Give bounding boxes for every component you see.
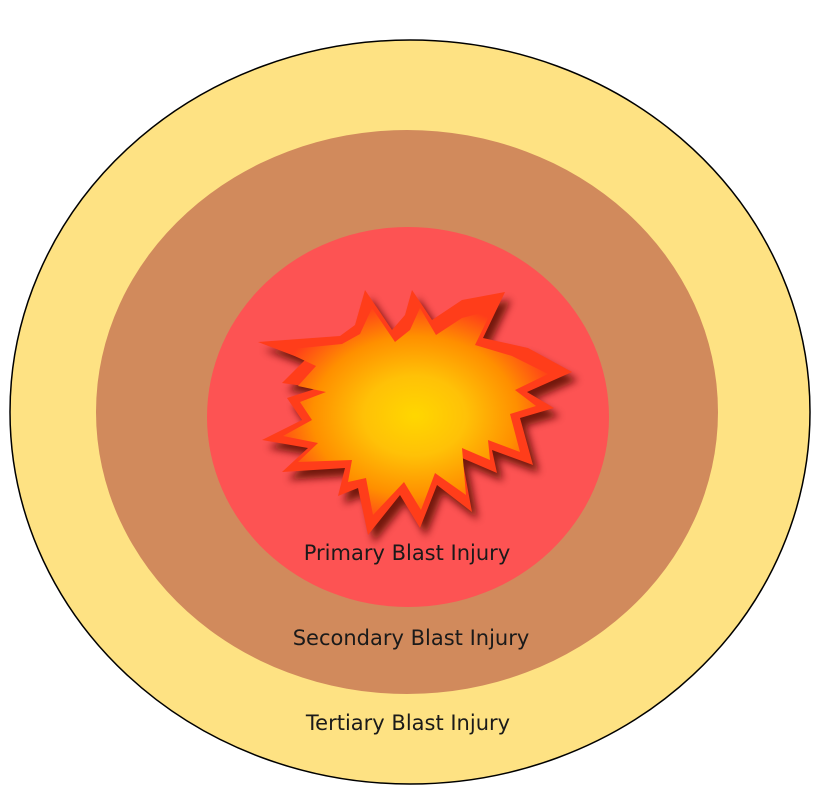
explosion-core [282, 308, 548, 515]
secondary-zone-label: Secondary Blast Injury [293, 626, 530, 650]
tertiary-zone-label: Tertiary Blast Injury [305, 711, 510, 735]
explosion-icon [258, 290, 578, 543]
primary-zone-label: Primary Blast Injury [304, 541, 511, 565]
